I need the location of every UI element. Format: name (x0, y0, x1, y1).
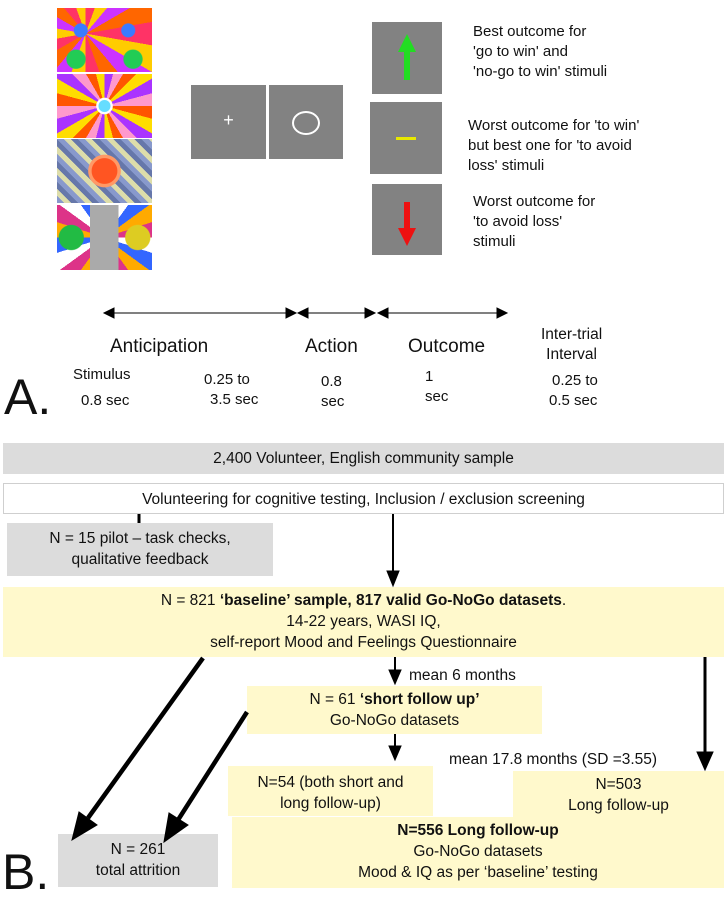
up-arrow-icon (398, 34, 416, 80)
phase-outcome: Outcome (408, 336, 486, 357)
baseline-box: N = 821 ‘baseline’ sample, 817 valid Go-… (3, 587, 724, 657)
short-follow-up-box: N = 61 ‘short follow up’ Go-NoGo dataset… (247, 686, 542, 734)
timeline-arrows (102, 307, 509, 319)
fixation-screen: + (191, 85, 266, 159)
outcome-loss-screen (372, 184, 442, 255)
action-screen (269, 85, 343, 159)
target-circle (292, 111, 320, 135)
fractal-stimulus-2 (57, 74, 152, 138)
timing-stimulus: Stimulus 0.8 sec (73, 366, 131, 409)
outcome-neutral-description: Worst outcome for 'to win' but best one … (468, 117, 640, 174)
fractal-stimulus-3 (57, 139, 152, 203)
panel-a-label: A. (4, 369, 52, 425)
fractal-stimulus-4 (57, 205, 152, 270)
long-follow-up-total-box: N=556 Long follow-up Go-NoGo datasets Mo… (232, 817, 724, 888)
outcome-win-description: Best outcome for 'go to win' and 'no-go … (473, 23, 608, 80)
timing-action: 0.8 sec (321, 373, 345, 410)
phase-iti: Inter-trial Interval (541, 326, 603, 363)
long-interval-label: mean 17.8 months (SD =3.55) (449, 751, 658, 768)
outcome-loss-description: Worst outcome for 'to avoid loss' stimul… (473, 193, 596, 250)
neutral-dash-icon (396, 137, 416, 140)
timing-iti: 0.25 to 0.5 sec (549, 372, 598, 409)
screening-box: Volunteering for cognitive testing, Incl… (3, 483, 724, 514)
phase-action: Action (305, 336, 358, 357)
community-sample-box: 2,400 Volunteer, English community sampl… (3, 443, 724, 474)
short-interval-label: mean 6 months (409, 667, 516, 684)
fixation-cross: + (223, 110, 234, 130)
fractal-stimulus-1 (57, 8, 152, 72)
pilot-box: N = 15 pilot – task checks, qualitative … (7, 523, 273, 576)
both-follow-up-box: N=54 (both short and long follow-up) (228, 766, 433, 816)
attrition-box: N = 261 total attrition (58, 834, 218, 887)
long-only-box: N=503 Long follow-up (513, 771, 724, 817)
outcome-win-screen (372, 22, 442, 94)
timing-fixation: 0.25 to 3.5 sec (204, 371, 259, 408)
timing-outcome: 1 sec (425, 368, 449, 405)
outcome-neutral-screen (370, 102, 442, 174)
panel-b-label: B. (2, 844, 50, 900)
phase-anticipation: Anticipation (110, 336, 209, 357)
down-arrow-icon (398, 202, 416, 246)
